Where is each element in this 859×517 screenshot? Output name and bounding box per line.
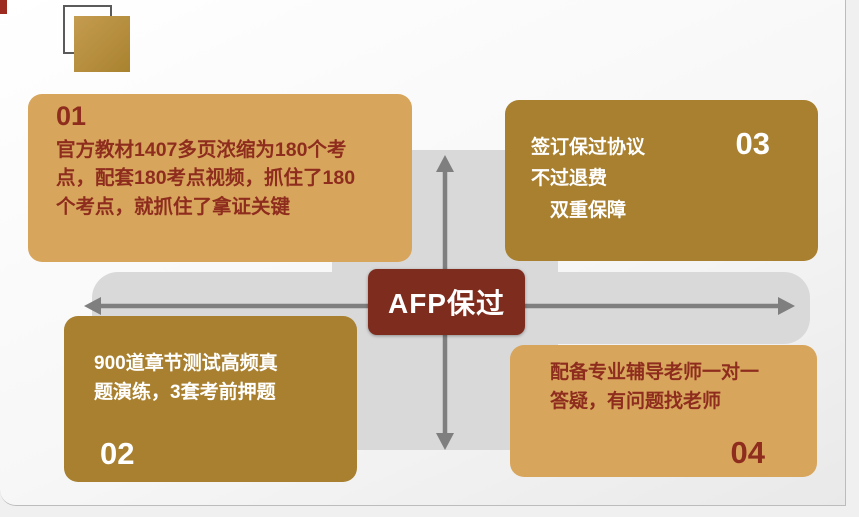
quadrant-box-02: 900道章节测试高频真题演练，3套考前押题 02 xyxy=(64,316,357,482)
quadrant-number-04: 04 xyxy=(730,435,765,470)
quadrant-box-01: 01 官方教材1407多页浓缩为180个考点，配套180考点视频，抓住了180个… xyxy=(28,94,412,262)
quadrant-text-03: 签订保过协议 不过退费 双重保障 xyxy=(531,137,646,221)
corner-accent-red xyxy=(0,0,7,14)
deco-square-filled xyxy=(74,16,130,72)
quadrant-text-02: 900道章节测试高频真题演练，3套考前押题 xyxy=(94,353,278,403)
quadrant-number-02: 02 xyxy=(100,436,135,471)
center-topic-box: AFP保过 xyxy=(368,269,525,335)
quadrant-box-03: 签订保过协议 不过退费 双重保障 03 xyxy=(505,100,818,261)
center-topic-label: AFP保过 xyxy=(387,288,505,319)
quadrant-text-04: 配备专业辅导老师一对一答疑，有问题找老师 xyxy=(550,362,760,412)
quadrant-number-01: 01 xyxy=(56,101,87,131)
quadrant-box-04: 配备专业辅导老师一对一答疑，有问题找老师 04 xyxy=(510,345,817,477)
quadrant-number-03: 03 xyxy=(735,126,770,161)
quadrant-text-01: 官方教材1407多页浓缩为180个考点，配套180考点视频，抓住了180个考点，… xyxy=(56,139,356,218)
